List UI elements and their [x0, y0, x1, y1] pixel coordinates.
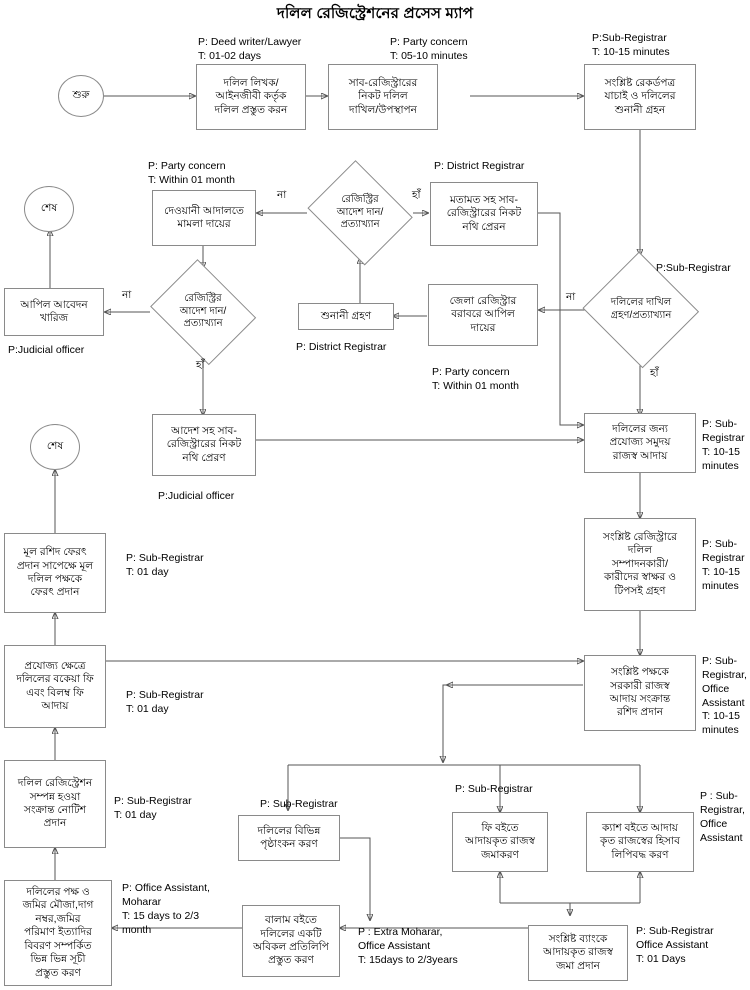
- node-balam-copy-label: বালাম বইতেদলিলের একটিঅবিকল প্রতিলিপিপ্রস…: [253, 914, 329, 967]
- page-title: দলিল রেজিস্ট্রেশনের প্রসেস ম্যাপ: [276, 5, 474, 22]
- annotation-hearing: P: District Registrar: [296, 341, 387, 353]
- node-end-mid-label: শেষ: [46, 439, 64, 452]
- node-end-top-label: শেষ: [40, 201, 58, 214]
- node-end-top[interactable]: শেষ: [24, 186, 74, 232]
- node-hearing[interactable]: শুনানী গ্রহণ: [298, 303, 394, 330]
- annotation-page-marking: P: Sub-Registrar: [260, 798, 338, 810]
- node-due-fee-label: প্রযোজ্য ক্ষেত্রেদলিলের বকেয়া ফিএবং বিল…: [16, 659, 94, 712]
- edge-label-yes-2: হাঁ: [196, 359, 205, 371]
- annotation-order-send-file: P:Judicial officer: [158, 490, 235, 502]
- edge-label-yes-1: হাঁ: [412, 189, 421, 201]
- annotation-fee-book: P: Sub-Registrar: [455, 783, 533, 795]
- node-due-fee[interactable]: প্রযোজ্য ক্ষেত্রেদলিলের বকেয়া ফিএবং বিল…: [4, 645, 106, 728]
- node-start-1-label: শুরু: [72, 88, 90, 101]
- node-hearing-label: শুনানী গ্রহণ: [320, 309, 372, 322]
- annotation-dec-accept-reject: P:Sub-Registrar: [656, 262, 731, 274]
- node-end-mid[interactable]: শেষ: [30, 424, 80, 470]
- edge-label-yes-3: হাঁ: [650, 367, 659, 379]
- node-balam-copy[interactable]: বালাম বইতেদলিলের একটিঅবিকল প্রতিলিপিপ্রস…: [242, 905, 340, 977]
- edge-label-no-2: না: [122, 289, 132, 301]
- node-start-1[interactable]: শুরু: [58, 75, 104, 117]
- node-civil-court-label: দেওয়ানী আদালতেমামলা দায়ের: [164, 204, 244, 230]
- annotation-appeal-dismissed: P:Judicial officer: [8, 344, 85, 356]
- edge-label-no-3: না: [566, 291, 576, 303]
- node-civil-court[interactable]: দেওয়ানী আদালতেমামলা দায়ের: [152, 190, 256, 246]
- edge-label-no-1: না: [277, 189, 287, 201]
- annotation-send-opinion: P: District Registrar: [434, 160, 525, 172]
